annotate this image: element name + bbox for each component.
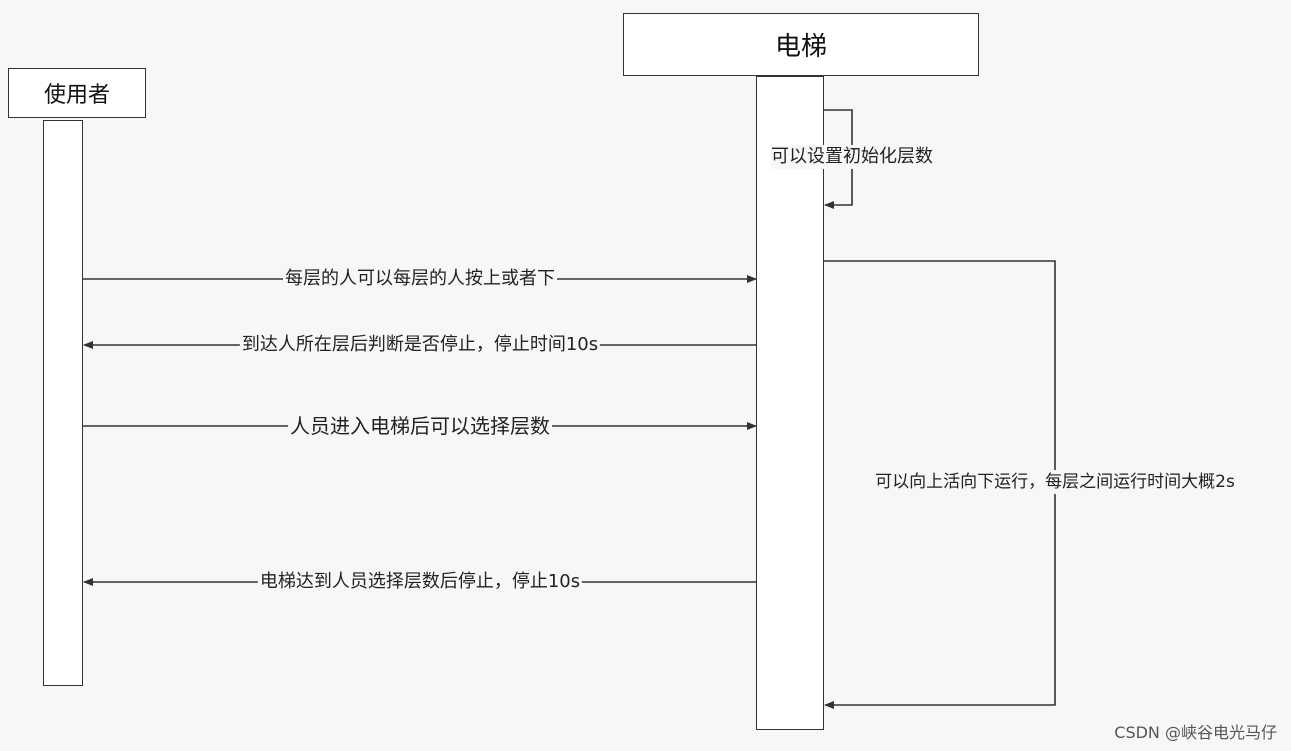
message-label-2: 到达人所在层后判断是否停止，停止时间10s (239, 333, 601, 357)
participant-elevator-label: 电梯 (774, 32, 827, 62)
participant-elevator-header: 电梯 (623, 13, 979, 76)
elevator-activation-bar (756, 76, 824, 730)
message-label-3: 人员进入电梯后可以选择层数 (288, 414, 552, 438)
message-label-1: 每层的人可以每层的人按上或者下 (283, 267, 557, 291)
watermark-text: CSDN @峡谷电光马仔 (1114, 723, 1277, 742)
user-activation-bar (43, 120, 83, 686)
loop-message-label: 可以向上活向下运行，每层之间运行时间大概2s (875, 470, 1235, 494)
participant-user-label: 使用者 (43, 83, 110, 108)
message-label-4: 电梯达到人员选择层数后停止，停止10s (257, 570, 583, 594)
self-message-label: 可以设置初始化层数 (771, 145, 933, 169)
participant-user-header: 使用者 (8, 68, 146, 118)
